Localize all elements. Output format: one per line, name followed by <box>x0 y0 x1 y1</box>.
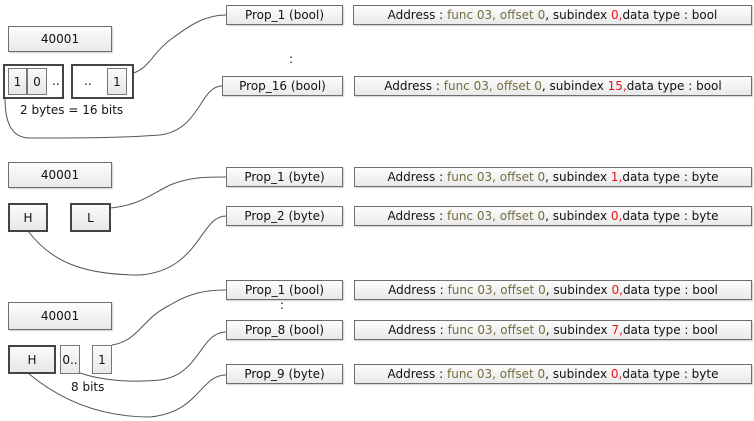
address-subindex: 15, <box>607 79 627 93</box>
ellipsis: : <box>289 52 294 66</box>
address-box: Address : func 03, offset 0, subindex 0,… <box>354 364 752 384</box>
register-box: 40001 <box>8 26 112 52</box>
address-prefix: Address : <box>388 323 444 337</box>
prop-box: Prop_2 (byte) <box>226 206 343 226</box>
address-func: func 03, offset 0 <box>446 367 546 381</box>
bit-ellipsis: .. <box>84 74 92 88</box>
address-type: data type : bool <box>622 283 718 297</box>
address-prefix: Address : <box>388 283 444 297</box>
bit-cell: 0.. <box>60 345 80 374</box>
address-prefix: Address : <box>387 209 444 223</box>
connector <box>4 85 223 139</box>
address-mid: , subindex <box>545 8 608 22</box>
connector <box>27 215 227 276</box>
address-type: data type : byte <box>622 170 719 184</box>
address-box: Address : func 03, offset 0, subindex 0,… <box>353 5 752 25</box>
address-type: data type : bool <box>622 323 718 337</box>
address-box: Address : func 03, offset 0, subindex 0,… <box>354 280 752 300</box>
address-type: data type : byte <box>622 209 719 223</box>
high-byte: H <box>8 203 48 232</box>
address-subindex: 0, <box>611 283 623 297</box>
prop-box: Prop_8 (bool) <box>226 320 343 340</box>
bits-caption: 8 bits <box>71 380 105 394</box>
bit-cell: 1 <box>107 68 127 95</box>
address-type: data type : byte <box>622 367 719 381</box>
address-subindex: 0, <box>610 209 623 223</box>
address-func: func 03, offset 0 <box>447 323 546 337</box>
bit-cell: 1 <box>92 345 112 374</box>
address-type: data type : bool <box>622 8 718 22</box>
bit-ellipsis: .. <box>52 74 60 88</box>
address-box: Address : func 03, offset 0, subindex 0,… <box>354 206 752 226</box>
address-subindex: 0, <box>610 367 623 381</box>
connector <box>111 289 227 346</box>
bit-cell: 0 <box>27 68 47 95</box>
prop-box: Prop_16 (bool) <box>222 76 343 96</box>
address-mid: , subindex <box>545 170 608 184</box>
prop-box: Prop_1 (bool) <box>226 5 343 25</box>
prop-box: Prop_1 (byte) <box>226 167 343 187</box>
address-mid: , subindex <box>541 79 604 93</box>
register-box: 40001 <box>8 302 112 330</box>
register-box: 40001 <box>8 162 112 188</box>
address-prefix: Address : <box>387 367 444 381</box>
prop-box: Prop_9 (byte) <box>226 364 343 384</box>
address-subindex: 0, <box>610 8 623 22</box>
address-mid: , subindex <box>545 323 608 337</box>
connector <box>126 14 227 76</box>
prop-box: Prop_1 (bool) <box>226 280 343 300</box>
address-subindex: 1, <box>610 170 623 184</box>
address-type: data type : bool <box>626 79 722 93</box>
address-box: Address : func 03, offset 0, subindex 15… <box>354 76 752 96</box>
bit-cell: 1 <box>8 68 27 95</box>
ellipsis: : <box>280 298 285 312</box>
address-mid: , subindex <box>545 367 608 381</box>
address-func: func 03, offset 0 <box>443 79 542 93</box>
low-byte: L <box>70 203 111 232</box>
bits-caption: 2 bytes = 16 bits <box>20 103 124 117</box>
connector <box>109 176 227 209</box>
high-byte: H <box>8 345 56 374</box>
address-box: Address : func 03, offset 0, subindex 7,… <box>354 320 752 340</box>
address-prefix: Address : <box>384 79 440 93</box>
address-func: func 03, offset 0 <box>447 8 546 22</box>
address-prefix: Address : <box>387 8 444 22</box>
address-func: func 03, offset 0 <box>446 209 546 223</box>
address-prefix: Address : <box>387 170 444 184</box>
address-func: func 03, offset 0 <box>447 283 546 297</box>
address-func: func 03, offset 0 <box>446 170 546 184</box>
address-mid: , subindex <box>545 209 608 223</box>
address-mid: , subindex <box>545 283 608 297</box>
connector <box>79 331 227 382</box>
address-box: Address : func 03, offset 0, subindex 1,… <box>354 167 752 187</box>
address-subindex: 7, <box>611 323 623 337</box>
connector <box>27 372 227 418</box>
